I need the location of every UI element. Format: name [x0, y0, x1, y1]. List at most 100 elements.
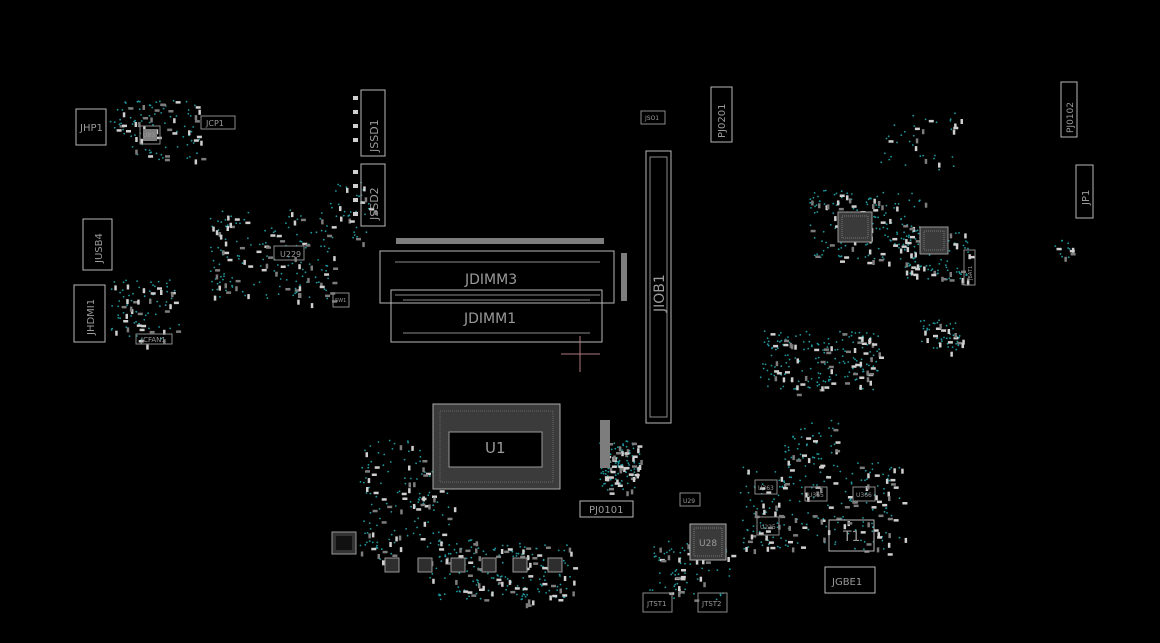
dimm-slot-jdimm1[interactable]: JDIMM1 — [390, 289, 603, 343]
chip-bga-2[interactable] — [919, 226, 949, 255]
via — [878, 206, 880, 209]
via — [816, 381, 819, 384]
passive-pad — [632, 456, 635, 462]
passive-pad — [559, 588, 562, 594]
via — [869, 471, 871, 474]
via — [681, 547, 684, 549]
via — [843, 362, 846, 365]
connector-jhdmi1[interactable]: JHDMI1 — [73, 284, 106, 343]
connector-pj0201[interactable]: PJ0201 — [710, 86, 733, 143]
chip-u365[interactable]: U365 — [804, 486, 828, 502]
chip-u229[interactable]: U229 — [273, 245, 305, 261]
connector-jbat1[interactable]: JBAT1 — [963, 249, 976, 286]
passive-pad — [775, 361, 779, 367]
via — [627, 462, 630, 464]
chip-sw1[interactable]: SW1 — [332, 292, 350, 308]
chip-u29[interactable]: U29 — [679, 492, 701, 507]
via — [324, 230, 327, 233]
connector-jiob1[interactable]: JIOB1 — [645, 150, 672, 424]
cpu-u1[interactable]: U1 — [432, 403, 561, 490]
connector-jusb4[interactable]: JUSB4 — [82, 218, 113, 271]
via — [686, 581, 688, 584]
via — [138, 286, 141, 289]
via — [890, 466, 893, 469]
connector-jtst2[interactable]: JTST2 — [697, 592, 728, 613]
via — [817, 343, 820, 346]
via — [905, 235, 908, 238]
via — [243, 218, 246, 221]
connector-pj0102[interactable]: PJ0102 — [1060, 81, 1078, 138]
passive-pad — [609, 492, 615, 495]
passive-pad — [549, 595, 552, 601]
via — [670, 548, 673, 550]
svg-text:U366: U366 — [856, 492, 872, 499]
via — [292, 294, 295, 297]
passive-pad — [140, 138, 144, 144]
connector-jso1[interactable]: JSO1 — [640, 110, 666, 125]
passive-pad — [794, 344, 797, 350]
connector-jtst1[interactable]: JTST1 — [642, 592, 673, 613]
connector-jcfan1[interactable]: JCFAN1 — [135, 333, 173, 345]
qfn-chip — [384, 557, 400, 573]
via — [147, 312, 150, 315]
chip-u26[interactable] — [331, 531, 357, 555]
chip-u366[interactable]: U366 — [852, 486, 876, 502]
via — [817, 457, 820, 460]
via — [803, 348, 805, 351]
via — [951, 346, 954, 348]
passive-pad — [847, 496, 853, 499]
connector-pj0101[interactable]: PJ0101 — [579, 500, 634, 518]
via — [906, 277, 909, 279]
via — [746, 529, 749, 532]
connector-jssd1[interactable]: JSSD1 — [353, 89, 386, 157]
via — [815, 357, 817, 360]
via — [368, 540, 371, 542]
passive-pad — [392, 554, 398, 557]
passive-pad — [876, 500, 882, 504]
passive-pad — [824, 386, 830, 389]
passive-pad — [248, 265, 254, 268]
via — [130, 299, 133, 302]
via — [862, 517, 864, 519]
via — [629, 452, 631, 455]
chip-bga-1[interactable] — [837, 211, 873, 243]
via — [238, 258, 240, 260]
passive-pad — [138, 122, 141, 128]
connector-jcp1[interactable]: JCP1 — [200, 115, 236, 130]
transformer-t1[interactable]: T1 — [828, 519, 875, 552]
via — [763, 330, 766, 333]
passive-pad — [794, 518, 798, 523]
chip-u363[interactable]: U363 — [754, 479, 778, 495]
chip-u83[interactable]: U83 — [139, 125, 161, 145]
connector-jp1[interactable]: JP1 — [1075, 164, 1094, 219]
connector-jssd2[interactable]: JSSD2 — [353, 163, 386, 227]
passive-pad — [776, 372, 782, 375]
passive-pad — [864, 550, 870, 553]
via — [881, 256, 884, 259]
via — [796, 542, 799, 544]
passive-pad — [498, 581, 504, 585]
via — [148, 114, 151, 117]
passive-pad — [632, 465, 637, 468]
via — [277, 293, 280, 296]
connector-jgbe1[interactable]: JGBE1 — [824, 566, 876, 594]
via — [902, 243, 905, 246]
via — [768, 378, 770, 381]
via — [538, 578, 541, 581]
passive-pad — [826, 204, 830, 210]
via — [473, 565, 475, 568]
passive-pad — [947, 341, 953, 344]
via — [793, 388, 795, 390]
qfn-chip — [417, 557, 433, 573]
via — [784, 458, 787, 460]
dimm-slot-jdimm3[interactable]: JDIMM3 — [379, 238, 615, 304]
passive-pad — [909, 227, 915, 231]
via — [523, 546, 526, 548]
passive-pad — [154, 109, 160, 112]
chip-u28[interactable]: U28 — [689, 523, 727, 561]
chip-u225[interactable]: U225 — [756, 516, 780, 536]
connector-jhp1[interactable]: JHP1 — [75, 108, 107, 146]
passive-pad — [820, 464, 826, 468]
via — [140, 338, 143, 341]
